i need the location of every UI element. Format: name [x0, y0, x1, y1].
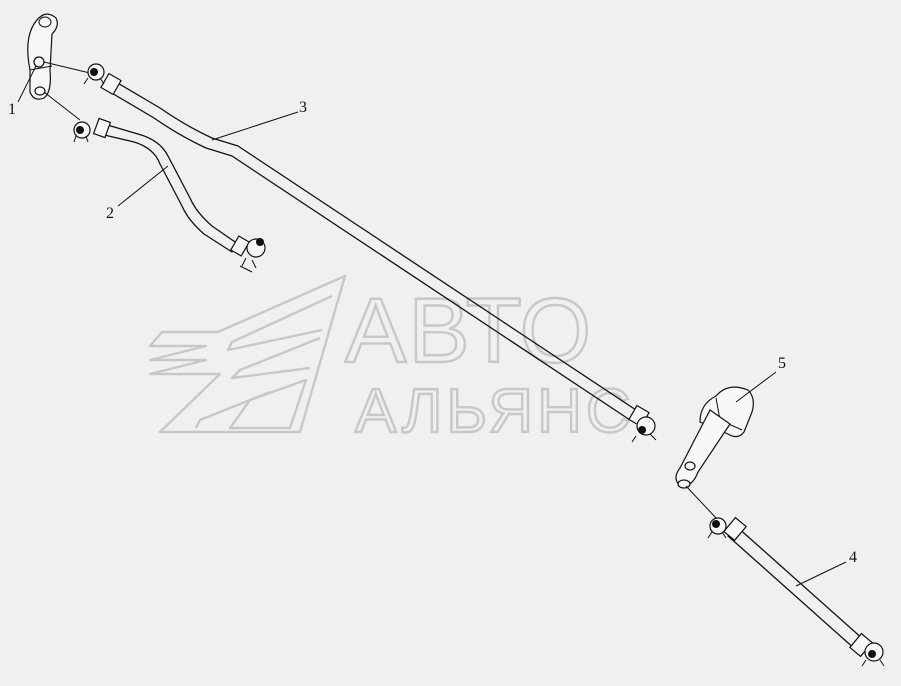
short-tie-rod [707, 516, 885, 667]
bent-tie-rod [73, 117, 266, 273]
link-line-3 [685, 485, 717, 519]
leader-5 [735, 371, 777, 403]
idler-arm [675, 386, 754, 489]
long-drag-link [83, 63, 657, 443]
leader-4 [795, 561, 847, 587]
watermark-line2: АЛЬЯНС [355, 377, 635, 446]
link-line-1 [43, 61, 95, 75]
leader-1 [17, 65, 37, 103]
callout-2: 2 [106, 205, 114, 222]
callout-1: 1 [8, 101, 16, 118]
watermark-logo [148, 274, 347, 434]
callout-5: 5 [778, 355, 786, 372]
callout-4: 4 [849, 549, 857, 566]
watermark-line1: АВТО [345, 280, 593, 382]
callout-3: 3 [299, 99, 307, 116]
leader-3 [211, 111, 299, 141]
leader-2 [117, 165, 169, 207]
link-line-2 [43, 91, 81, 121]
pitman-arm [27, 13, 58, 100]
